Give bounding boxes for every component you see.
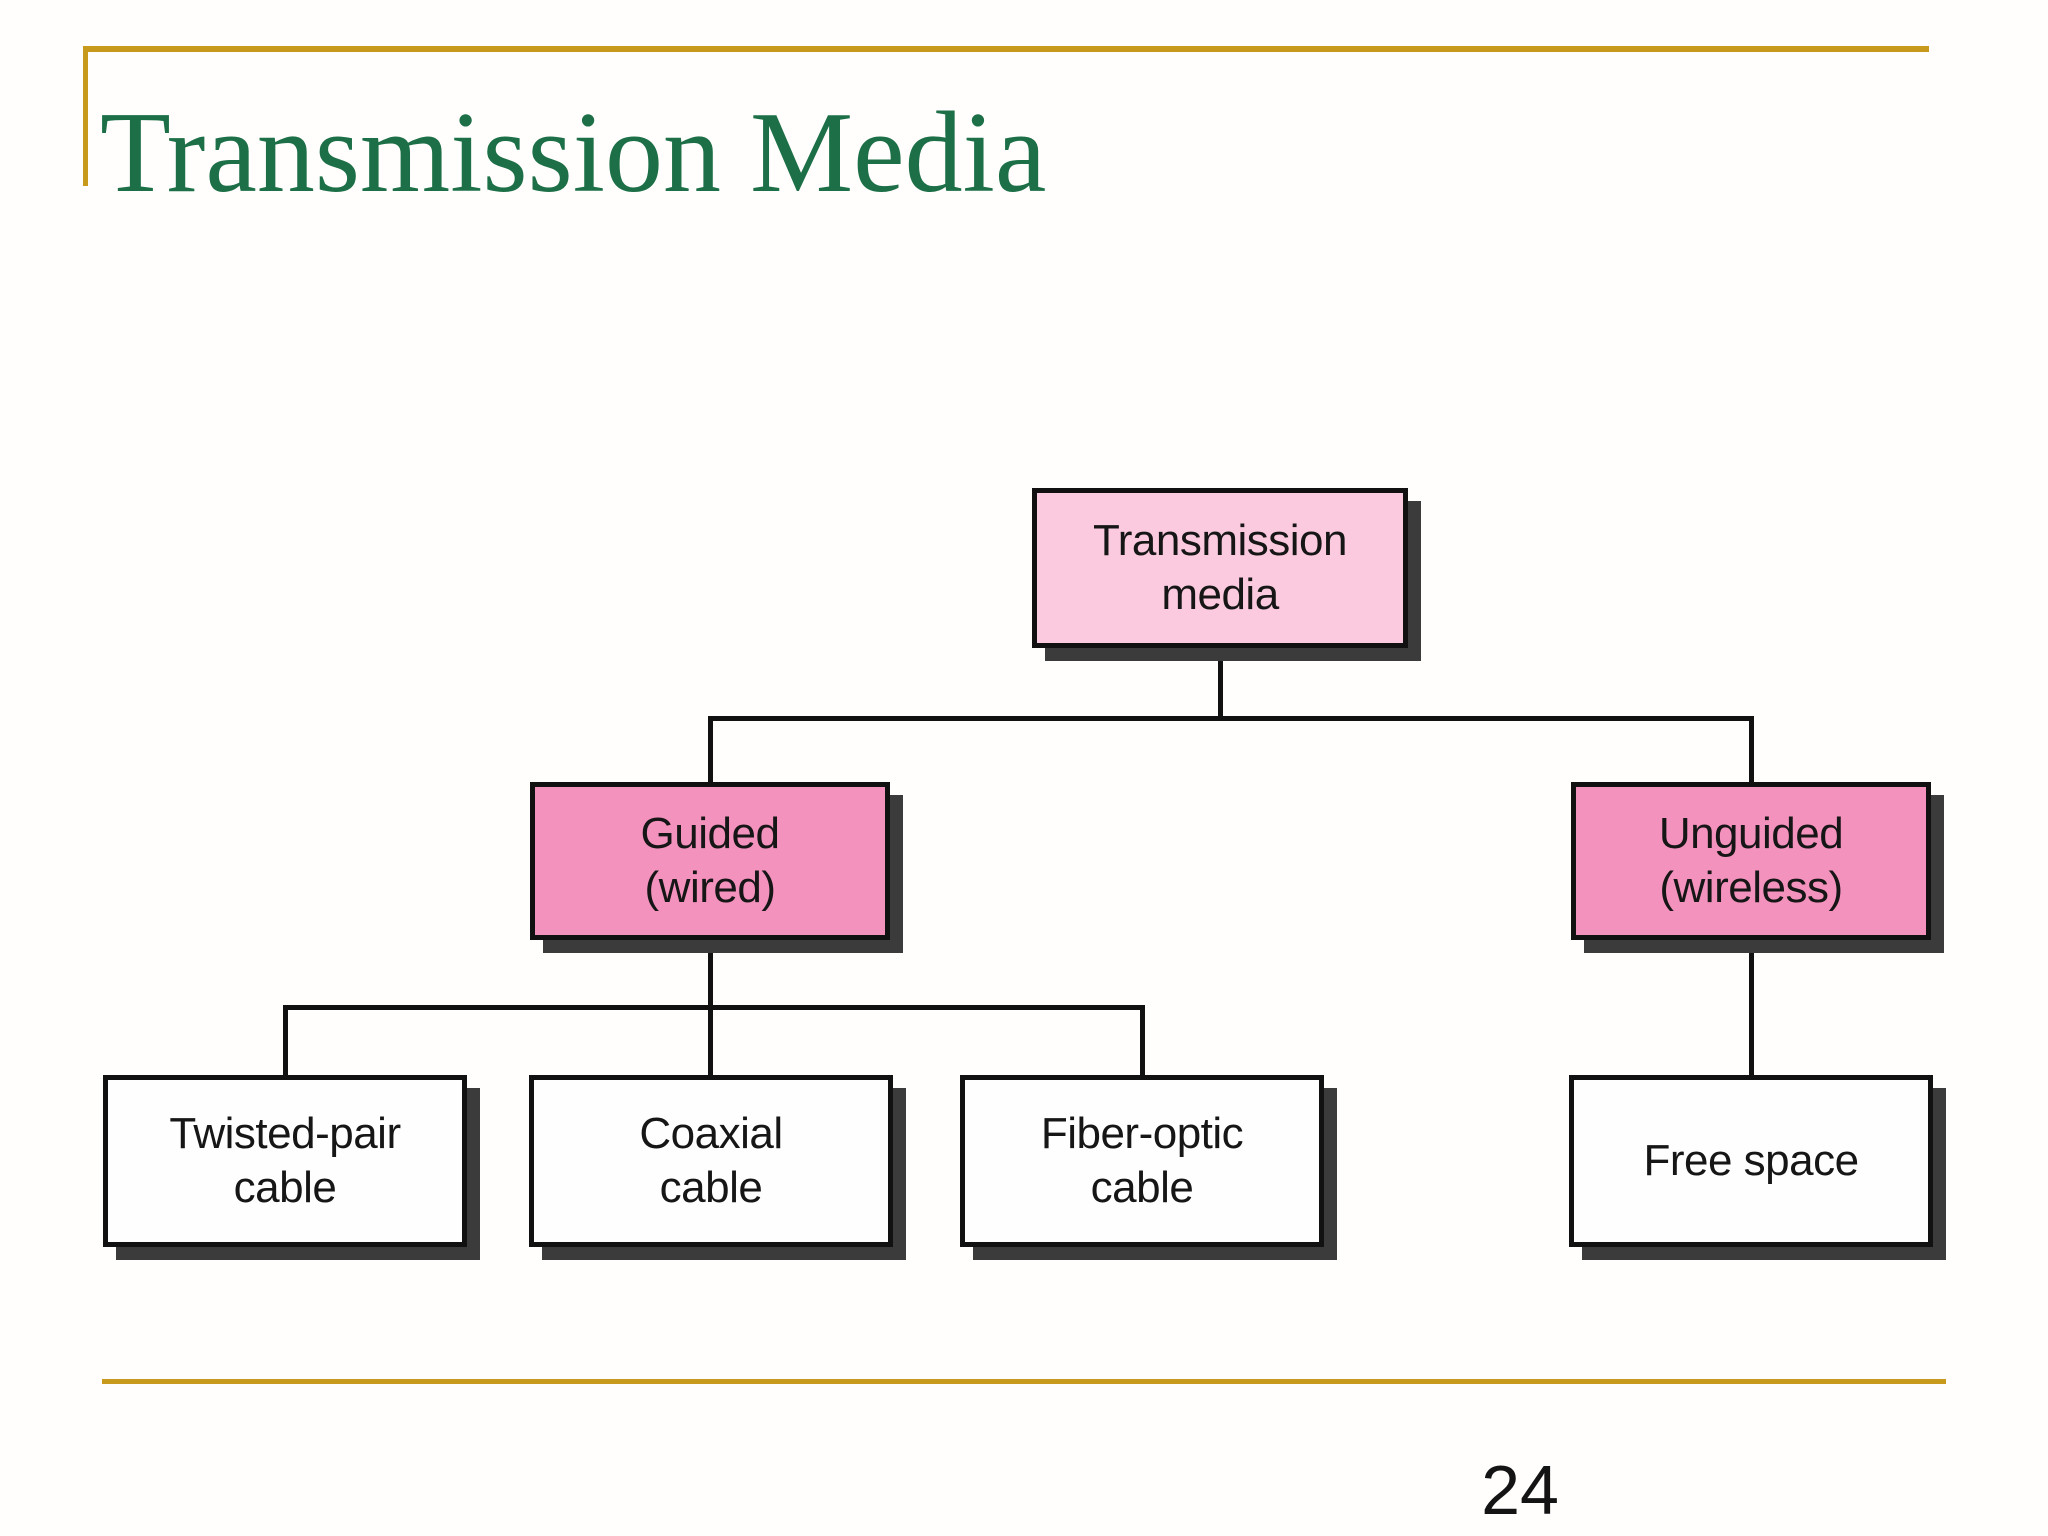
node-coaxial-cable: Coaxial cable bbox=[529, 1075, 893, 1247]
node-guided-wired: Guided (wired) bbox=[530, 782, 890, 940]
connector-rail-to-unguided bbox=[1749, 716, 1754, 787]
node-label-line: cable bbox=[1090, 1163, 1194, 1212]
node-label-line: (wired) bbox=[644, 863, 776, 912]
node-label-line: Unguided bbox=[1658, 809, 1844, 859]
connector-rail-to-twisted-pair bbox=[283, 1005, 288, 1080]
connector-branch-rail bbox=[708, 716, 1753, 721]
node-label-line: media bbox=[1161, 570, 1279, 619]
node-label-line: Transmission bbox=[1093, 516, 1347, 566]
connector-root-to-branch-rail bbox=[1218, 645, 1223, 721]
top-accent-line bbox=[83, 46, 1929, 52]
node-label-line: Fiber-optic bbox=[1040, 1109, 1244, 1159]
page-number: 24 bbox=[1481, 1451, 1559, 1529]
connector-guided-to-leaf-rail bbox=[708, 935, 713, 1010]
bottom-accent-line bbox=[102, 1379, 1946, 1384]
node-label-line: Twisted-pair bbox=[169, 1109, 401, 1159]
connector-rail-to-guided bbox=[708, 716, 713, 787]
connector-rail-to-coaxial bbox=[708, 1005, 713, 1080]
left-accent-line bbox=[83, 46, 88, 186]
node-label-line: cable bbox=[659, 1163, 763, 1212]
connector-rail-to-fiber-optic bbox=[1140, 1005, 1145, 1080]
node-label-line: (wireless) bbox=[1659, 863, 1843, 912]
node-label-line: Coaxial bbox=[639, 1109, 783, 1159]
node-unguided-wireless: Unguided (wireless) bbox=[1571, 782, 1931, 940]
node-label-line: Guided bbox=[640, 809, 780, 859]
node-transmission-media: Transmission media bbox=[1032, 488, 1408, 648]
node-fiber-optic-cable: Fiber-optic cable bbox=[960, 1075, 1324, 1247]
node-twisted-pair-cable: Twisted-pair cable bbox=[103, 1075, 467, 1247]
node-label-line: Free space bbox=[1643, 1136, 1859, 1186]
connector-leaf-rail bbox=[283, 1005, 1145, 1010]
connector-unguided-to-free-space bbox=[1749, 935, 1754, 1080]
node-label-line: cable bbox=[233, 1163, 337, 1212]
slide-title: Transmission Media bbox=[100, 89, 1047, 217]
node-free-space: Free space bbox=[1569, 1075, 1933, 1247]
